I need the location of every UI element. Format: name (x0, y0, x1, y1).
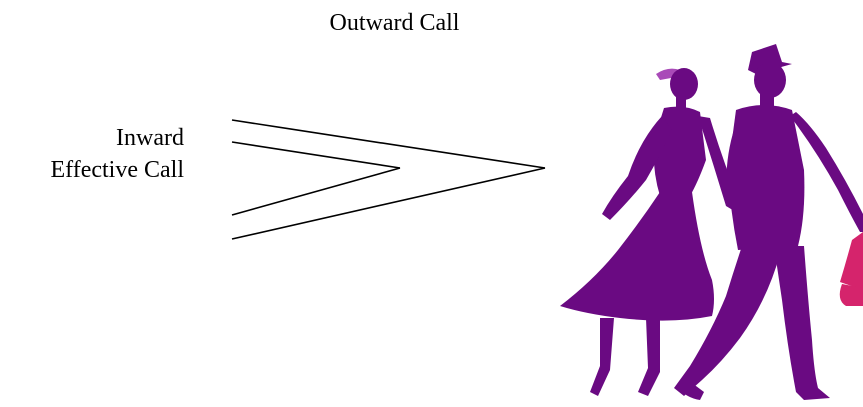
pink-figure-edge (840, 232, 863, 306)
call-lines (232, 120, 545, 239)
man-figure (674, 44, 863, 400)
outer-line-top (232, 120, 545, 168)
inner-line-top (232, 142, 400, 168)
dancing-couple-silhouette (560, 44, 863, 400)
outer-line-bottom (232, 168, 545, 239)
inner-line-bottom (232, 168, 400, 215)
